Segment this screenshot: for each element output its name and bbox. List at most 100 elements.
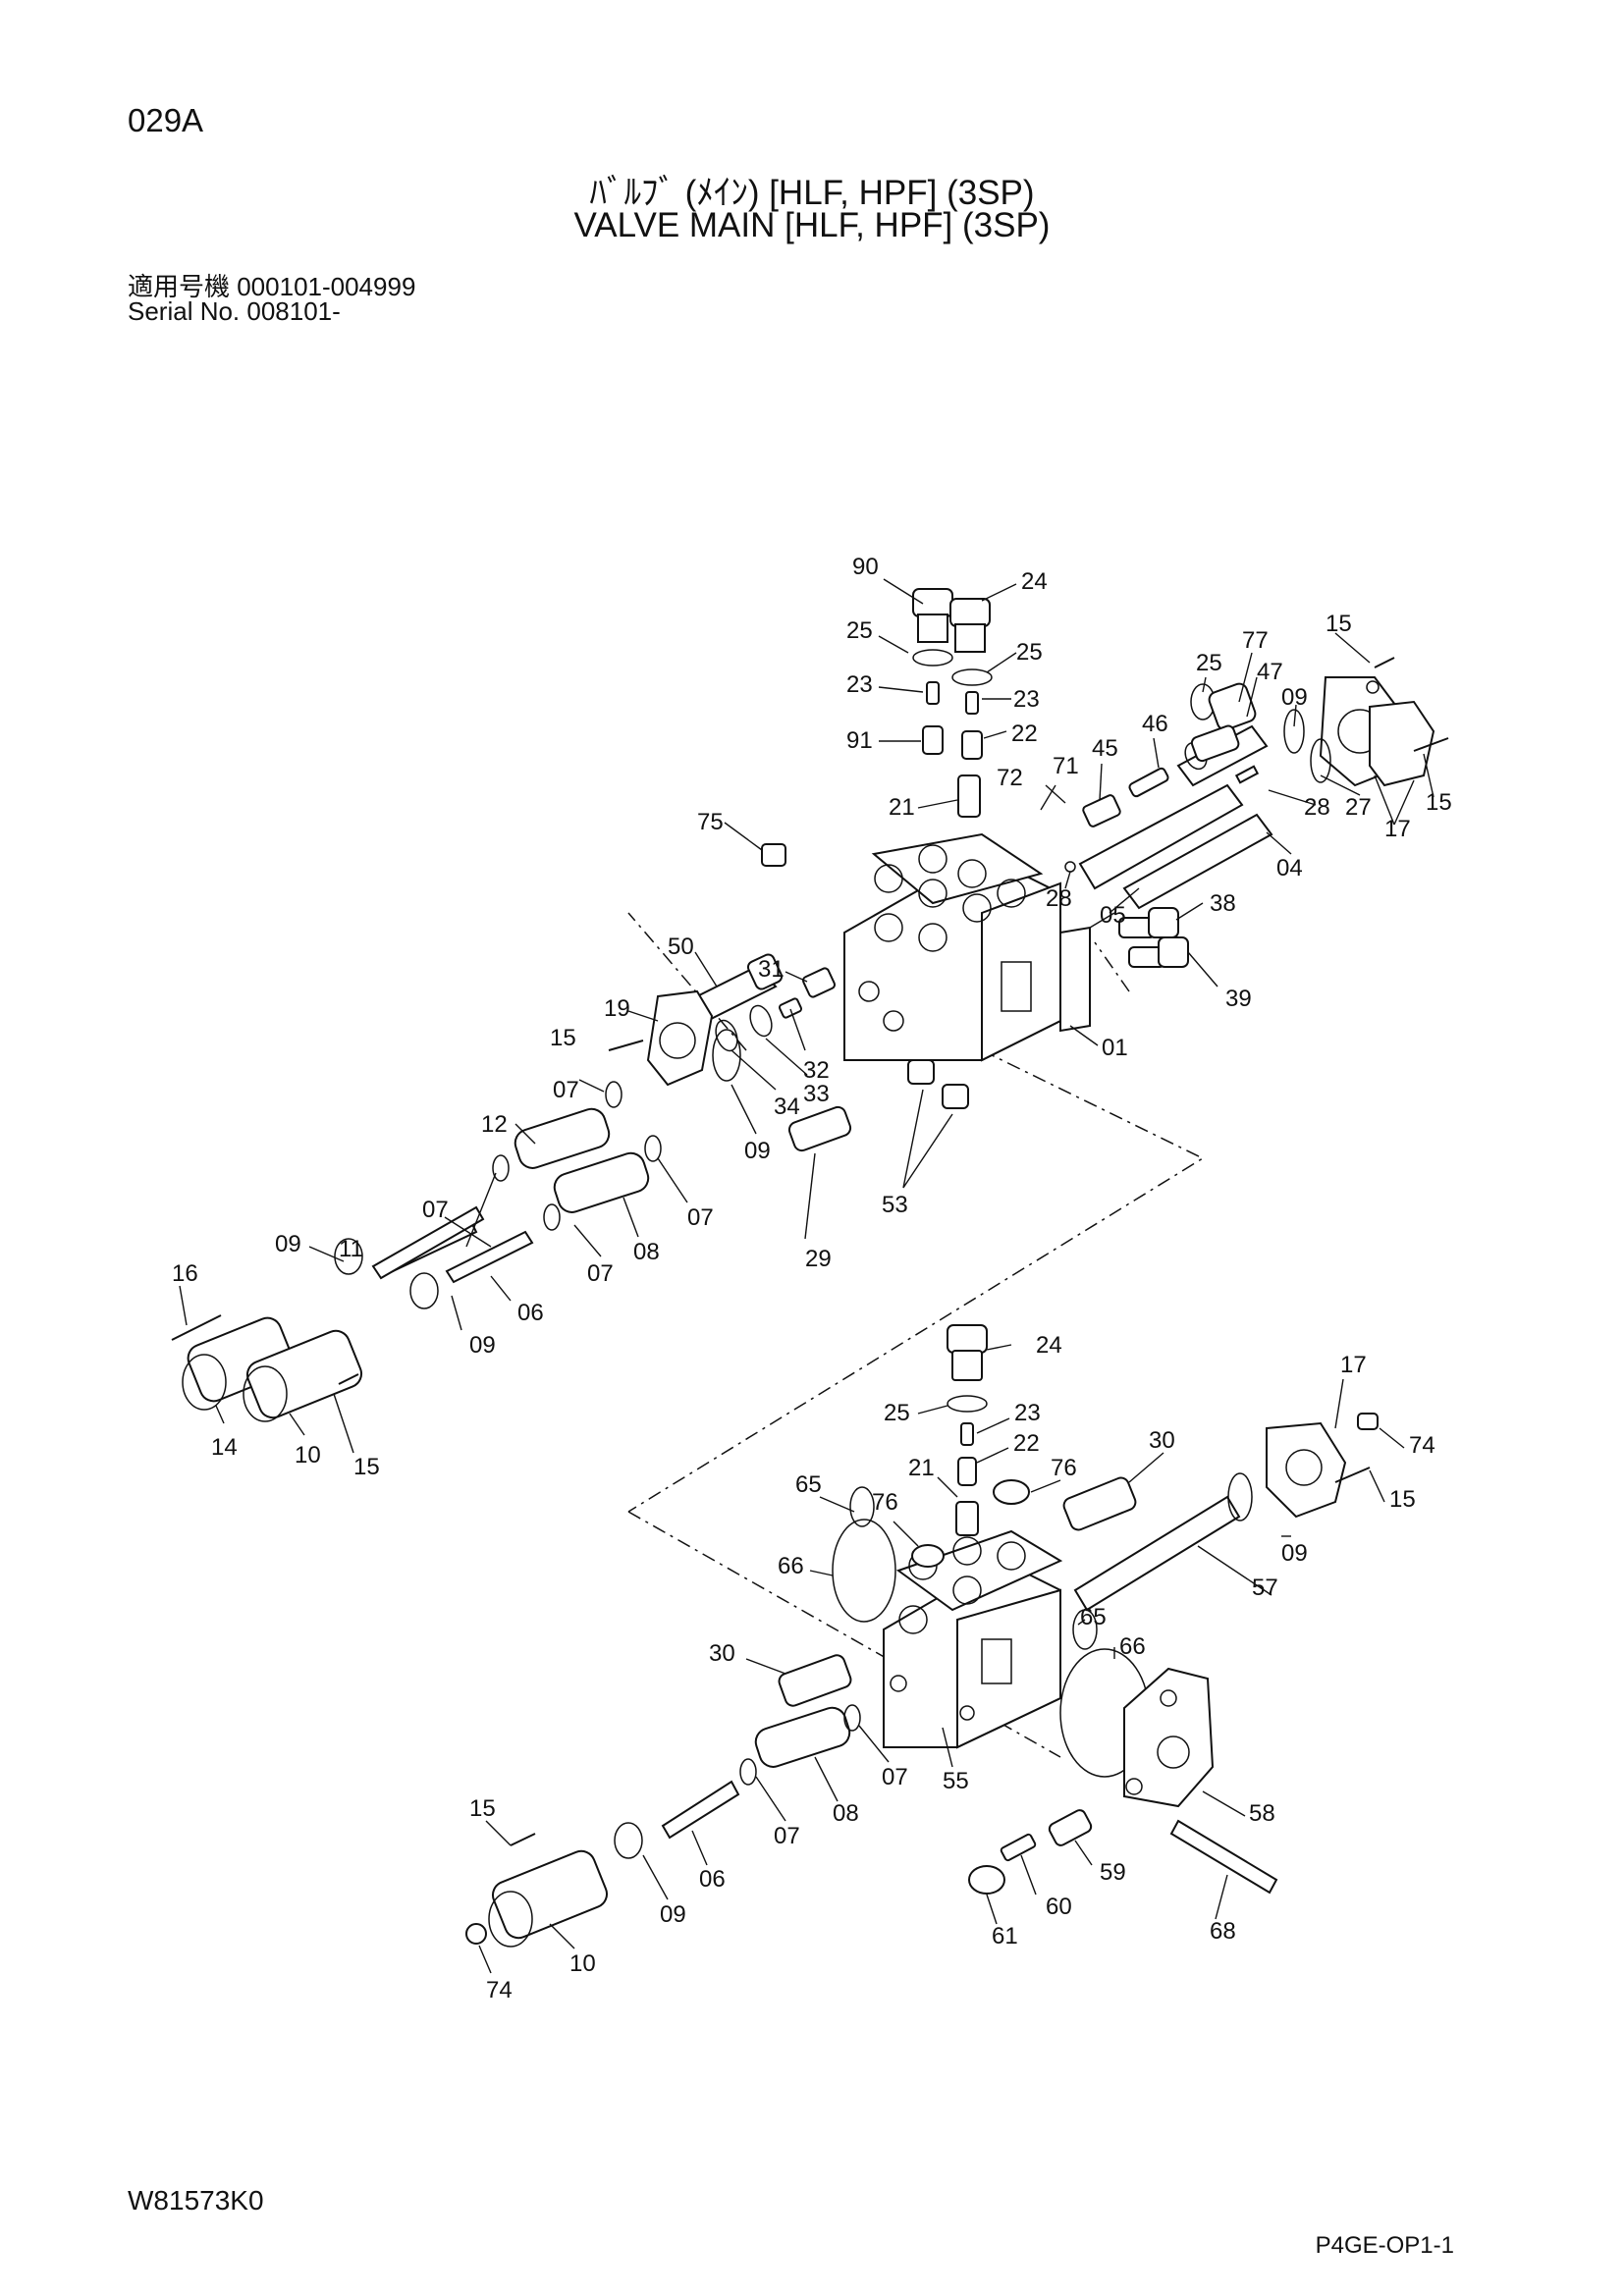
upper-check-valve	[787, 1059, 969, 1152]
callout-31: 31	[758, 956, 785, 983]
callout-06: 06	[699, 1866, 726, 1893]
lower-spool-parts	[1062, 1472, 1253, 1612]
callout-68: 68	[1210, 1918, 1236, 1945]
callout-72: 72	[997, 765, 1023, 791]
callout-07: 07	[422, 1197, 449, 1223]
callout-58: 58	[1249, 1800, 1275, 1827]
callout-16: 16	[172, 1260, 198, 1287]
callout-39: 39	[1225, 986, 1252, 1012]
callout-46: 46	[1142, 711, 1168, 737]
assembly-link-lines	[627, 912, 1205, 1758]
callout-38: 38	[1210, 890, 1236, 917]
callout-21: 21	[908, 1455, 935, 1481]
callout-55: 55	[943, 1768, 969, 1794]
callout-09: 09	[1281, 1540, 1308, 1567]
callout-91: 91	[846, 727, 873, 754]
lower-flange-17	[1266, 1413, 1379, 1519]
lower-top-parts	[911, 1324, 1030, 1568]
callout-25: 25	[846, 617, 873, 644]
callout-65: 65	[795, 1471, 822, 1498]
callout-77: 77	[1242, 627, 1269, 654]
callout-45: 45	[1092, 735, 1118, 762]
lower-oring-66	[832, 1486, 1150, 1778]
callout-59: 59	[1100, 1859, 1126, 1886]
callout-09: 09	[660, 1901, 686, 1928]
callout-08: 08	[833, 1800, 859, 1827]
callout-33: 33	[803, 1081, 830, 1107]
callout-66: 66	[778, 1553, 804, 1579]
callout-23: 23	[1014, 1400, 1041, 1426]
callout-07: 07	[774, 1823, 800, 1849]
upper-spools	[1064, 724, 1273, 910]
upper-solenoids	[171, 1238, 439, 1422]
page-id: 029A	[128, 102, 204, 138]
callout-07: 07	[687, 1204, 714, 1231]
callout-23: 23	[1013, 686, 1040, 713]
upper-relief-valve	[685, 953, 837, 1052]
upper-rods	[371, 1205, 534, 1284]
callout-71: 71	[1053, 753, 1079, 779]
lower-valve-body	[883, 1529, 1063, 1749]
callout-90: 90	[852, 554, 879, 580]
upper-springs	[492, 1081, 662, 1231]
upper-valve-body	[843, 832, 1091, 1062]
title-english: VALVE MAIN [HLF, HPF] (3SP)	[573, 206, 1051, 244]
callout-09: 09	[1281, 684, 1308, 711]
callout-07: 07	[553, 1077, 579, 1103]
lower-spring-08	[739, 1704, 861, 1786]
callout-30: 30	[1149, 1427, 1175, 1454]
callout-34: 34	[774, 1094, 800, 1120]
callout-17: 17	[1340, 1352, 1367, 1378]
callout-74: 74	[1409, 1432, 1435, 1459]
callout-75: 75	[697, 809, 724, 835]
callout-32: 32	[803, 1057, 830, 1084]
upper-flange-19	[608, 989, 741, 1087]
callout-50: 50	[668, 934, 694, 960]
callout-01: 01	[1102, 1035, 1128, 1061]
callout-15: 15	[1389, 1486, 1416, 1513]
drawing-code: W81573K0	[128, 2185, 264, 2216]
callout-60: 60	[1046, 1894, 1072, 1920]
callout-24: 24	[1021, 568, 1048, 595]
callout-15: 15	[469, 1795, 496, 1822]
callout-28: 28	[1304, 794, 1330, 821]
callout-06: 06	[517, 1300, 544, 1326]
lower-plunger-parts	[968, 1809, 1278, 1895]
callout-15: 15	[550, 1025, 576, 1051]
callout-10: 10	[295, 1442, 321, 1468]
serial-range-japanese: 適用号機 000101-004999	[128, 272, 416, 301]
callout-21: 21	[889, 794, 915, 821]
callout-07: 07	[882, 1764, 908, 1790]
callout-76: 76	[872, 1489, 898, 1516]
callout-17: 17	[1384, 816, 1411, 842]
callout-15: 15	[1426, 789, 1452, 816]
callout-08: 08	[633, 1239, 660, 1265]
serial-number-english: Serial No. 008101-	[128, 296, 341, 326]
callout-61: 61	[992, 1923, 1018, 1949]
lower-end-cover-58	[1123, 1667, 1215, 1808]
upper-right-caps	[1190, 682, 1257, 763]
title-japanese: ﾊﾞﾙﾌﾞ (ﾒｲﾝ) [HLF, HPF] (3SP)	[589, 174, 1035, 212]
callout-30: 30	[709, 1640, 735, 1667]
callout-29: 29	[805, 1246, 832, 1272]
lower-relief-30	[778, 1654, 852, 1707]
callout-25: 25	[1016, 639, 1043, 666]
callout-27: 27	[1345, 794, 1372, 821]
upper-top-plugs	[912, 588, 993, 818]
callout-47: 47	[1257, 659, 1283, 685]
callout-09: 09	[469, 1332, 496, 1359]
callout-28: 28	[1046, 885, 1072, 912]
lower-rod-06	[661, 1780, 740, 1840]
callout-25: 25	[1196, 650, 1222, 676]
callout-04: 04	[1276, 855, 1303, 881]
callout-53: 53	[882, 1192, 908, 1218]
callout-15: 15	[353, 1454, 380, 1480]
callout-57: 57	[1252, 1575, 1278, 1601]
callout-09: 09	[744, 1138, 771, 1164]
callout-05: 05	[1100, 902, 1126, 929]
callout-15: 15	[1326, 611, 1352, 637]
page-code: P4GE-OP1-1	[1315, 2232, 1454, 2259]
callout-labels: 90 24 25 25 23 23 91 22 21 72 71 45 46 2…	[172, 554, 1452, 2003]
callout-10: 10	[569, 1950, 596, 1977]
